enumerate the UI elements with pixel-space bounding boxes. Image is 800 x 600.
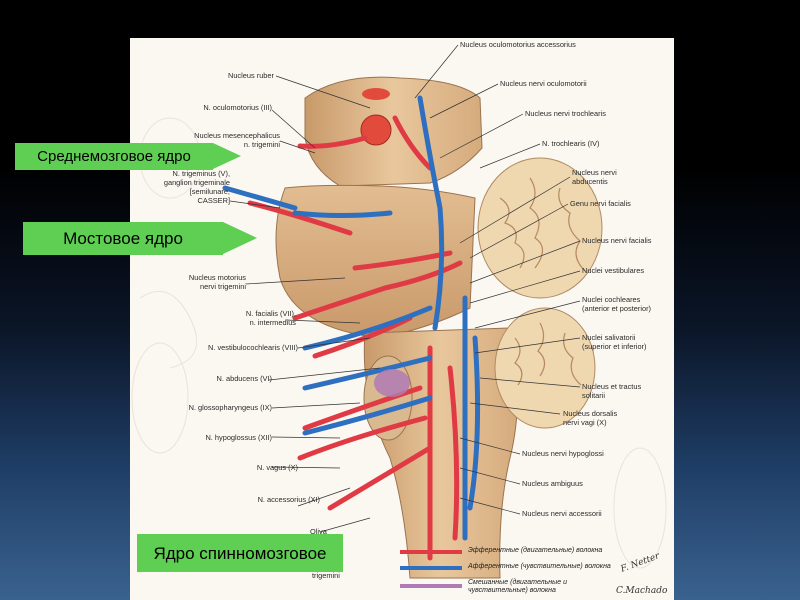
- label-n-trigeminus-1: N. trigeminus (V),: [172, 169, 231, 178]
- callout-midbrain-nucleus: Среднемозговое ядро: [15, 143, 213, 170]
- legend-swatch-afferent: [400, 566, 462, 570]
- label-nucleus-nervi-abducentis-2: abducentis: [572, 177, 608, 186]
- label-n-vestibulocochlearis: N. vestibulocochlearis (VIII): [208, 343, 298, 352]
- label-nucleus-ruber: Nucleus ruber: [227, 71, 274, 80]
- brainstem-illustration: Nucleus ruber N. oculomotorius (III) Nuc…: [130, 38, 674, 600]
- label-n-accessorius: N. accessorius (XI): [257, 495, 320, 504]
- label-n-trigeminus-3: [semilunare,: [189, 187, 230, 196]
- label-genu-nervi-facialis: Genu nervi facialis: [570, 199, 631, 208]
- label-nucleus-nervi-facialis: Nucleus nervi facialis: [582, 236, 652, 245]
- label-n-vagus: N. vagus (X): [256, 463, 298, 472]
- label-oliva: Oliva: [310, 527, 327, 536]
- callout-spinal-nucleus: Ядро спинномозговое: [137, 534, 343, 572]
- legend-mixed-2: чувствительные) волокна: [468, 587, 556, 594]
- cerebellum-lower: [494, 307, 596, 429]
- label-trigemini: trigemini: [312, 571, 340, 580]
- label-nucleus-tractus-1: Nucleus et tractus: [582, 382, 642, 391]
- callout-pontine-arrow: [223, 222, 257, 254]
- label-n-abducens: N. abducens (VI): [216, 374, 272, 383]
- label-nucleus-tractus-2: solitarii: [582, 391, 605, 400]
- label-n-trigeminus-4: CASSER]: [197, 196, 230, 205]
- legend-afferent: Афферентные (чувствительные) волокна: [468, 563, 611, 570]
- callout-pontine-nucleus: Мостовое ядро: [23, 222, 223, 255]
- label-n-glossopharyngeus: N. glossopharyngeus (IX): [188, 403, 272, 412]
- label-n-trochlearis: N. trochlearis (IV): [542, 139, 600, 148]
- label-n-facialis-2: n. intermedius: [249, 318, 296, 327]
- label-n-trigeminus-2: ganglion trigeminale: [163, 178, 230, 187]
- label-nucleus-dorsalis-1: Nucleus dorsalis: [563, 409, 618, 418]
- background-sketches: [131, 117, 667, 569]
- label-nucleus-nervi-abducentis-1: Nucleus nervi: [572, 168, 617, 177]
- leader-lines-left: [229, 75, 381, 533]
- label-nucleus-ambiguus: Nucleus ambiguus: [522, 479, 583, 488]
- label-nuclei-vestibulares: Nuclei vestibulares: [582, 266, 645, 275]
- callout-midbrain-arrow: [213, 143, 241, 169]
- legend-swatch-efferent: [400, 550, 462, 554]
- nucleus-ruber-shape: [360, 114, 392, 146]
- label-nucleus-nervi-oculomotorii: Nucleus nervi oculomotorii: [500, 79, 587, 88]
- legend-swatch-mixed: [400, 584, 462, 588]
- label-nucleus-oculomotorius-accessorius: Nucleus oculomotorius accessorius: [460, 40, 576, 49]
- label-n-facialis-1: N. facialis (VII),: [245, 309, 296, 318]
- label-nucleus-mesencephalicus-1: Nucleus mesencephalicus: [194, 131, 280, 140]
- label-nucleus-dorsalis-2: nervi vagi (X): [563, 418, 607, 427]
- brainstem-drawing: [131, 44, 667, 579]
- label-nucleus-motorius-1: Nucleus motorius: [188, 273, 246, 282]
- label-nucleus-motorius-2: nervi trigemini: [199, 282, 246, 291]
- label-nucleus-mesencephalicus-2: n. trigemini: [243, 140, 280, 149]
- leader-lines-right: [414, 44, 581, 515]
- label-nuclei-cochleares-1: Nuclei cochleares: [582, 295, 641, 304]
- label-nucleus-nervi-accessorii: Nucleus nervi accessorii: [522, 509, 602, 518]
- legend-efferent: Эфферентные (двигательные) волокна: [468, 547, 603, 554]
- label-nucleus-nervi-trochlearis: Nucleus nervi trochlearis: [525, 109, 606, 118]
- label-nucleus-nervi-hypoglossi: Nucleus nervi hypoglossi: [522, 449, 604, 458]
- label-n-oculomotorius: N. oculomotorius (III): [203, 103, 272, 112]
- midbrain-shape: [304, 76, 483, 187]
- mixed-fibers: [374, 369, 410, 397]
- label-nuclei-salivatorii-2: (superior et inferior): [582, 342, 647, 351]
- signature-machado: C.Machado: [616, 586, 668, 596]
- label-nuclei-salivatorii-1: Nuclei salivatorii: [582, 333, 636, 342]
- label-nuclei-cochleares-2: (anterior et posterior): [582, 304, 652, 313]
- label-n-hypoglossus: N. hypoglossus (XII): [205, 433, 272, 442]
- legend-mixed-1: Смешанные (двигательные и: [468, 579, 568, 586]
- afferent-fibers: [222, 95, 481, 541]
